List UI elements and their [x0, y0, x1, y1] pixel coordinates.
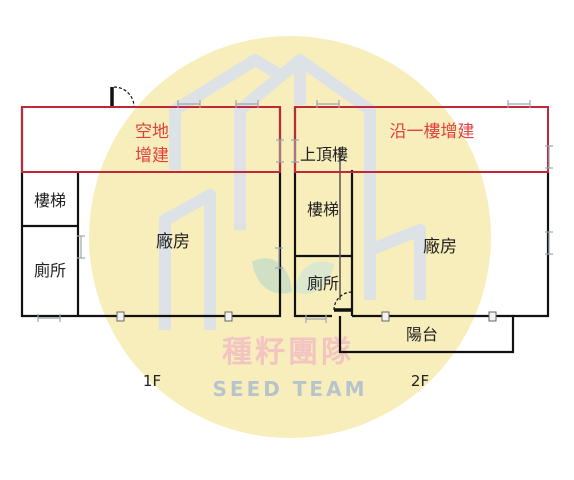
- floor2-balcony-label: 陽台: [406, 325, 438, 344]
- floor2-extension-label: 沿一樓增建: [390, 122, 475, 142]
- floor1-column: [224, 311, 233, 322]
- floor-2: 沿一樓增建 上頂樓 樓梯 廁所 廠房 陽台 2F: [276, 100, 553, 390]
- floor1-toilet-label: 廁所: [34, 261, 66, 280]
- floor2-roof-access-label: 上頂樓: [300, 145, 348, 164]
- floor2-door: [333, 291, 353, 312]
- floor2-label: 2F: [411, 372, 429, 390]
- floor2-stairs-label: 樓梯: [307, 200, 339, 219]
- watermark: 種籽團隊 SEED TEAM: [89, 36, 491, 438]
- floor1-windows: [37, 100, 283, 322]
- floor2-column: [488, 311, 497, 322]
- floor1-extension-label-2: 增建: [135, 146, 169, 166]
- floor1-column: [116, 311, 125, 322]
- floor2-toilet-label: 廁所: [307, 274, 339, 293]
- leaf-icon: [252, 258, 334, 294]
- floor2-windows: [276, 100, 553, 323]
- floor1-factory-label: 廠房: [156, 231, 190, 252]
- floor-1: 空地 增建 樓梯 廁所 廠房 1F: [20, 86, 283, 390]
- floor1-extension-label-1: 空地: [135, 122, 169, 142]
- floor2-factory-label: 廠房: [423, 236, 457, 257]
- floor1-label: 1F: [143, 372, 161, 390]
- watermark-house-icon: [159, 54, 426, 330]
- floor1-stairs-label: 樓梯: [34, 191, 66, 210]
- watermark-circle: [89, 36, 491, 438]
- floor1-door: [110, 86, 135, 108]
- watermark-chinese: 種籽團隊: [222, 335, 354, 370]
- watermark-english: SEED TEAM: [213, 377, 368, 401]
- floor2-walls: [293, 107, 550, 354]
- floor2-column: [381, 311, 390, 322]
